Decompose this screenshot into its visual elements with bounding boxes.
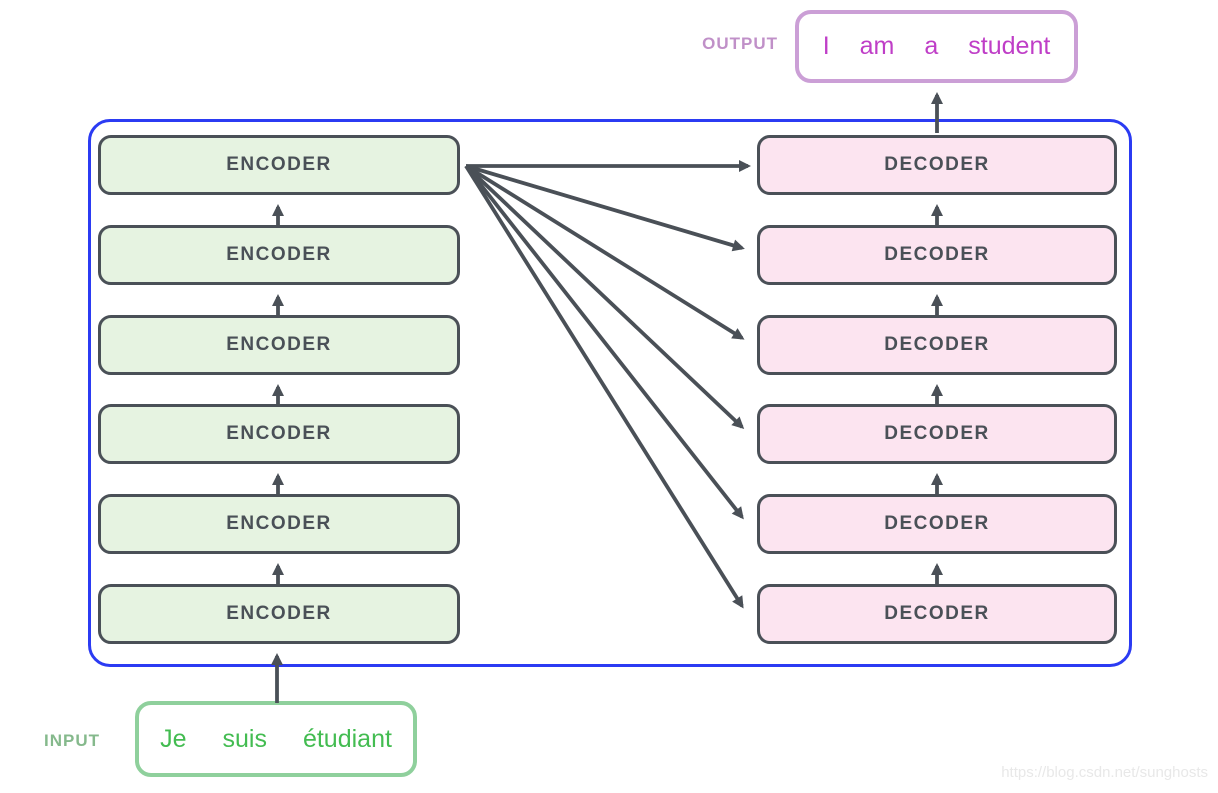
encoder-label: ENCODER: [226, 423, 332, 444]
output-token: am: [859, 32, 895, 60]
decoder-label: DECODER: [884, 334, 990, 355]
decoder-label: DECODER: [884, 423, 990, 444]
decoder-box-6: DECODER: [757, 584, 1117, 644]
encoder-box-6: ENCODER: [98, 584, 460, 644]
decoder-label: DECODER: [884, 244, 990, 265]
encoder-label: ENCODER: [226, 244, 332, 265]
decoder-label: DECODER: [884, 154, 990, 175]
watermark: https://blog.csdn.net/sunghosts: [1001, 764, 1208, 781]
decoder-label: DECODER: [884, 603, 990, 624]
output-token: I: [822, 32, 830, 60]
input-box: Je suis étudiant: [135, 701, 417, 777]
output-token: student: [968, 32, 1051, 60]
encoder-box-5: ENCODER: [98, 494, 460, 554]
encoder-box-1: ENCODER: [98, 135, 460, 195]
output-box: I am a student: [795, 10, 1078, 83]
decoder-box-3: DECODER: [757, 315, 1117, 375]
input-label: INPUT: [44, 731, 100, 750]
decoder-box-4: DECODER: [757, 404, 1117, 464]
encoder-label: ENCODER: [226, 154, 332, 175]
encoder-box-3: ENCODER: [98, 315, 460, 375]
output-label: OUTPUT: [702, 34, 778, 53]
encoder-label: ENCODER: [226, 513, 332, 534]
input-token: suis: [222, 724, 267, 753]
decoder-box-1: DECODER: [757, 135, 1117, 195]
decoder-box-2: DECODER: [757, 225, 1117, 285]
output-token: a: [924, 32, 939, 60]
encoder-label: ENCODER: [226, 603, 332, 624]
input-token: Je: [160, 724, 187, 753]
encoder-box-2: ENCODER: [98, 225, 460, 285]
encoder-box-4: ENCODER: [98, 404, 460, 464]
input-token: étudiant: [302, 724, 392, 753]
decoder-box-5: DECODER: [757, 494, 1117, 554]
decoder-label: DECODER: [884, 513, 990, 534]
encoder-label: ENCODER: [226, 334, 332, 355]
